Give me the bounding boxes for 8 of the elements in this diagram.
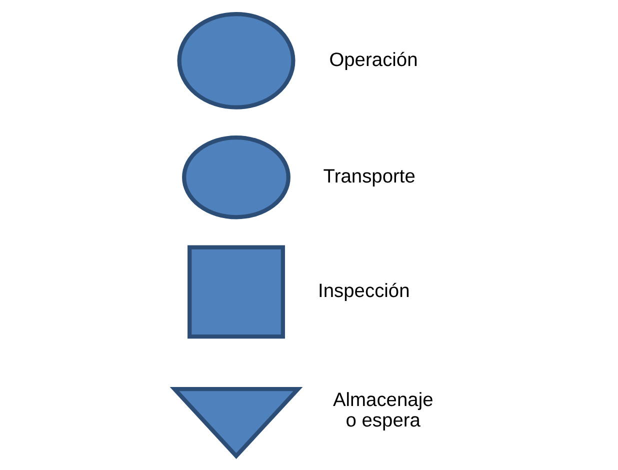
node-triangle: [170, 387, 303, 460]
node-box: [188, 245, 285, 339]
node-label: Inspección: [318, 281, 410, 302]
node-label: Transporte: [323, 166, 416, 188]
node-label: Almacenaje o espera: [332, 390, 434, 432]
node-circle: [177, 12, 296, 110]
node-circle: [182, 136, 290, 220]
node-label: Operación: [329, 50, 418, 71]
